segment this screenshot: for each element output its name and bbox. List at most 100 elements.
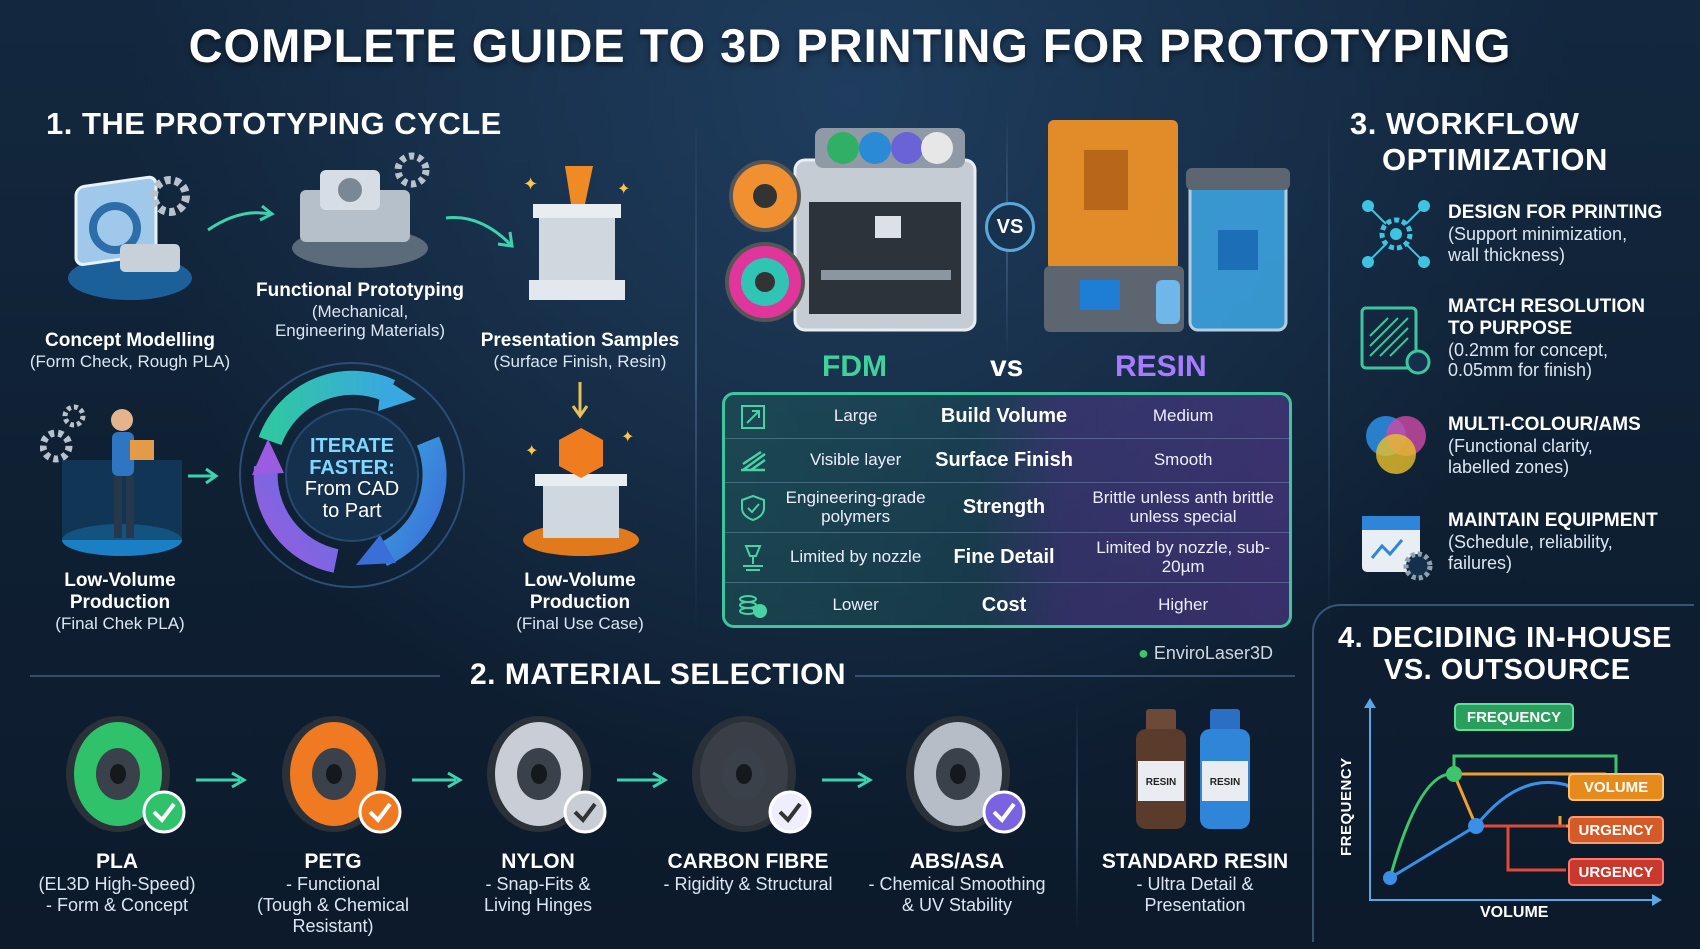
stage-presentation-sub: (Surface Finish, Resin) [493, 351, 667, 371]
resin-bottles-icon: RESIN RESIN [1136, 709, 1250, 829]
material-desc: - Snap-Fits & [485, 874, 591, 895]
section2-heading: 2. MATERIAL SELECTION [470, 658, 847, 691]
stage-lowvol-left-sub: (Final Chek PLA) [55, 613, 185, 633]
compare-row: Large Build Volume Medium [725, 395, 1289, 439]
material-pla: PLA(EL3D High-Speed)- Form & Concept [0, 850, 242, 916]
fdm-value: Engineering-grade polymers [785, 487, 926, 526]
page-title: COMPLETE GUIDE TO 3D PRINTING FOR PROTOT… [188, 19, 1512, 72]
color-circles-icon [1366, 416, 1426, 474]
workflow-title-2: TO PURPOSE [1448, 317, 1573, 339]
coins-icon [725, 583, 780, 625]
divider [695, 110, 697, 630]
cad-gear-icon [68, 175, 192, 300]
worker-box-icon [40, 404, 182, 556]
divider [1076, 700, 1078, 930]
material-name: PLA [96, 850, 138, 873]
workflow-desc: wall thickness) [1448, 244, 1566, 265]
material-desc: & UV Stability [901, 894, 1013, 915]
chart-y-label: FREQUENCY [1338, 757, 1355, 856]
divider [855, 675, 1295, 677]
compare-resin-label: RESIN [1115, 350, 1207, 383]
network-gear-icon [1362, 200, 1430, 268]
stage-functional-sub2: Engineering Materials) [274, 321, 446, 341]
fdm-value: Limited by nozzle [789, 547, 922, 567]
workflow-desc: failures) [1448, 552, 1513, 573]
filament-spool-icon [906, 716, 1026, 834]
material-desc: (Tough & Chemical [256, 894, 410, 915]
material-desc: Presentation [1144, 894, 1246, 915]
section4-heading: 4. DECIDING IN-HOUSE [1338, 622, 1672, 654]
down-arrow-icon [571, 382, 589, 419]
vs-badge: VS [985, 202, 1035, 252]
filament-spool-icon [66, 716, 186, 834]
material-abs-asa: ABS/ASA- Chemical Smoothing& UV Stabilit… [832, 850, 1082, 916]
divider [1328, 110, 1330, 630]
resin-value: Brittle unless anth brittle unless speci… [1092, 487, 1274, 526]
feature-label: Fine Detail [953, 546, 1055, 568]
material-name: STANDARD RESIN [1101, 850, 1289, 873]
material-carbon-fibre: CARBON FIBRE- Rigidity & Structural [618, 850, 878, 895]
section4-frame [1312, 604, 1694, 942]
stage-lowvol-left-title2: Production [69, 591, 171, 613]
compare-row: Lower Cost Higher [725, 583, 1289, 625]
workflow-title: MATCH RESOLUTION [1448, 296, 1646, 317]
material-nylon: NYLON- Snap-Fits &Living Hinges [413, 850, 663, 916]
brand-logo: ● EnviroLaser3D [1138, 643, 1273, 664]
stage-lowvol-right-title2: Production [529, 591, 631, 613]
resin-value: Smooth [1153, 450, 1213, 470]
stage-lowvol-right-title1: Low-Volume [524, 570, 636, 591]
workflow-item: MAINTAIN EQUIPMENT (Schedule, reliabilit… [1448, 510, 1698, 573]
stage-concept-sub: (Form Check, Rough PLA) [29, 351, 231, 371]
svg-text:✦: ✦ [621, 429, 634, 446]
tag-volume: VOLUME [1568, 773, 1664, 801]
decision-chart [1364, 698, 1662, 906]
section4-heading-2: VS. OUTSOURCE [1384, 654, 1631, 686]
material-desc: Living Hinges [483, 894, 593, 915]
arrow-icon [412, 771, 463, 789]
arrow-icon [196, 771, 247, 789]
stage-presentation: Presentation Samples (Surface Finish, Re… [470, 330, 690, 371]
filament-spool-icon [282, 716, 402, 834]
compare-fdm-label: FDM [822, 350, 887, 383]
material-desc: - Ultra Detail & [1136, 874, 1254, 895]
workflow-title: DESIGN FOR PRINTING [1448, 202, 1663, 223]
resin-value: Higher [1158, 595, 1209, 615]
material-name: PETG [304, 850, 362, 873]
chart-x-label: VOLUME [1480, 904, 1549, 921]
material-desc: (EL3D High-Speed) [38, 874, 196, 895]
workflow-item: DESIGN FOR PRINTING (Support minimizatio… [1448, 202, 1688, 265]
material-desc: - Functional [285, 874, 381, 895]
feature-label: Strength [962, 496, 1046, 518]
material-desc: - Rigidity & Structural [663, 874, 833, 895]
cycle-line3: From CAD [304, 478, 400, 501]
cycle-arrows-icon [239, 362, 465, 588]
cycle-center-text: ITERATE FASTER: From CAD to Part [282, 435, 422, 522]
cycle-line2: FASTER: [309, 456, 395, 479]
fdm-value: Lower [832, 595, 879, 615]
cycle-line4: to Part [322, 499, 382, 522]
svg-text:✦: ✦ [523, 174, 538, 194]
calendar-gear-icon [1362, 516, 1433, 581]
arrow-icon [445, 216, 514, 248]
bottle-label: RESIN [1146, 777, 1177, 788]
stage-lowvol-left-title1: Low-Volume [64, 570, 176, 591]
material-desc: Resistant) [292, 915, 374, 936]
workflow-desc: (Functional clarity, [1448, 435, 1593, 456]
material-name: ABS/ASA [909, 850, 1005, 873]
arrow-icon [822, 771, 873, 789]
shield-icon [725, 483, 780, 532]
workflow-title: MAINTAIN EQUIPMENT [1448, 510, 1658, 531]
material-desc: - Form & Concept [45, 894, 189, 915]
compare-row: Limited by nozzle Fine Detail Limited by… [725, 533, 1289, 583]
workflow-item: MULTI-COLOUR/AMS (Functional clarity, la… [1448, 414, 1688, 477]
resin-value: Limited by nozzle, sub-20µm [1096, 537, 1271, 576]
resin-value: Medium [1152, 406, 1214, 426]
stage-functional: Functional Prototyping (Mechanical, Engi… [250, 280, 470, 341]
section1-heading: 1. THE PROTOTYPING CYCLE [46, 106, 502, 141]
fdm-value: Visible layer [809, 450, 902, 470]
leaf-icon: ● [1138, 643, 1149, 663]
material-name: NYLON [501, 850, 575, 873]
layers-icon [725, 439, 780, 482]
stage-functional-title: Functional Prototyping [256, 280, 464, 301]
